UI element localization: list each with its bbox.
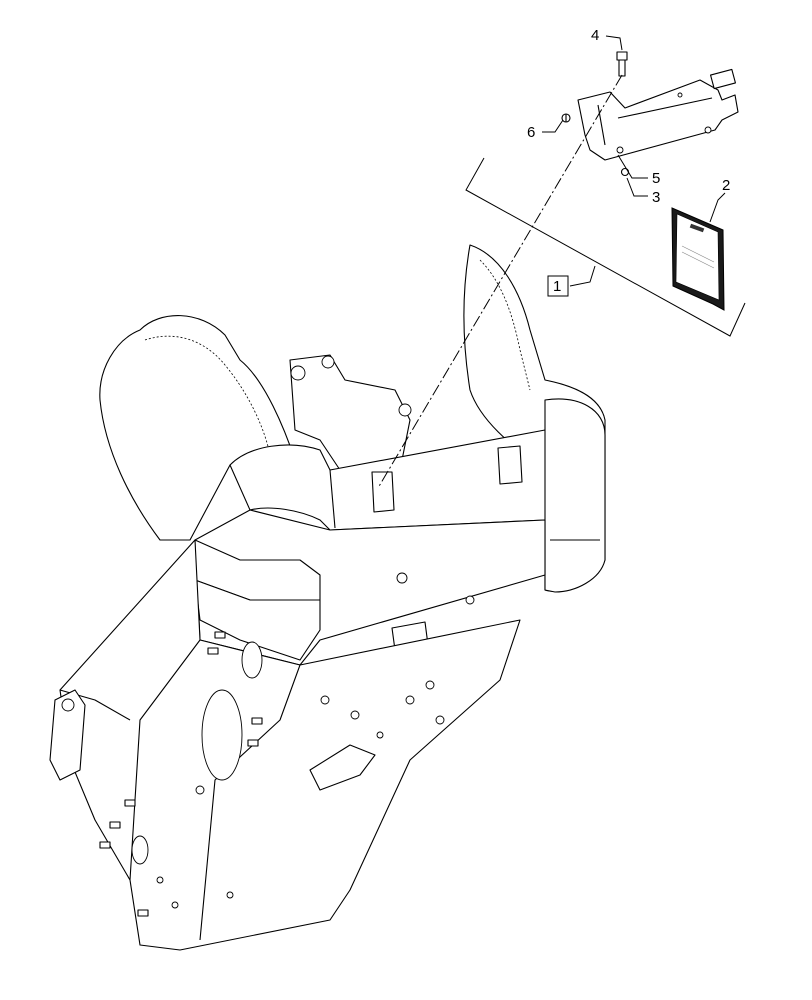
- frame-studs: [99, 631, 263, 917]
- leader-3: [626, 177, 648, 197]
- svg-text:5: 5: [652, 170, 660, 187]
- left-front-bracket: [49, 689, 86, 781]
- lower-frame: [59, 539, 521, 951]
- callout-6: 6: [527, 124, 535, 141]
- bracket-assembly: [561, 51, 739, 177]
- callout-2: 2: [722, 177, 730, 194]
- leader-2: [709, 192, 726, 223]
- nut-item-3: [620, 167, 630, 177]
- manual-item-2: [671, 207, 725, 311]
- chassis-frame: [49, 244, 606, 951]
- svg-text:3: 3: [652, 189, 660, 206]
- leader-6: [542, 119, 564, 133]
- callout-5: 5: [652, 170, 660, 187]
- upper-mount-plate: [289, 354, 411, 471]
- svg-text:6: 6: [527, 124, 535, 141]
- leader-4: [605, 35, 623, 51]
- bolt-item-4: [616, 51, 628, 77]
- kit-boundary-line: [465, 157, 746, 337]
- svg-text:1: 1: [553, 278, 561, 295]
- callout-4: 4: [591, 27, 599, 44]
- left-channel-lower: [194, 579, 321, 661]
- callout-3: 3: [652, 189, 660, 206]
- callout-1: 1: [547, 275, 569, 297]
- screw-item-6: [561, 113, 571, 123]
- left-fender: [99, 315, 296, 541]
- leader-5: [617, 154, 648, 179]
- svg-text:2: 2: [722, 177, 730, 194]
- mounting-bracket: [577, 79, 739, 161]
- svg-text:4: 4: [591, 27, 599, 44]
- leader-1: [569, 265, 596, 287]
- counterweight: [544, 398, 606, 593]
